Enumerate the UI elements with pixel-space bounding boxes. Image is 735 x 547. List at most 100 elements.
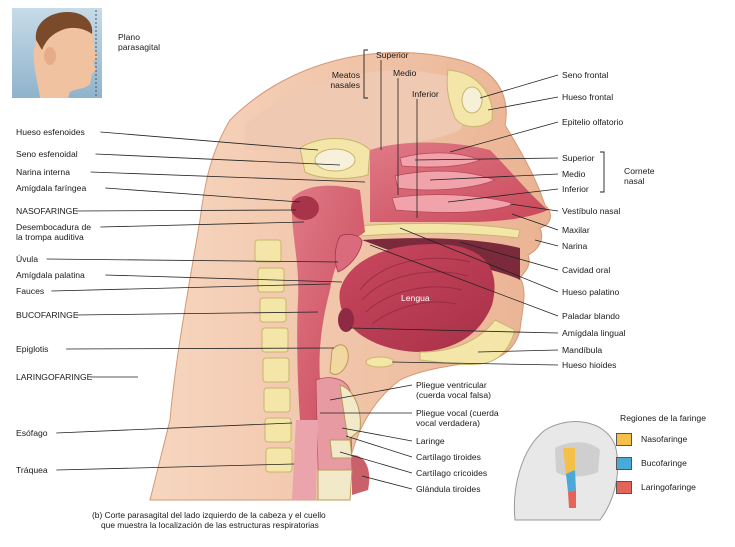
leader-line (75, 311, 319, 316)
leader-line (349, 327, 559, 334)
left-label: Desembocadura de la trompa auditiva (16, 222, 92, 242)
leader-line (429, 173, 559, 181)
left-label: Narina interna (16, 167, 70, 177)
palatine-tonsil (338, 308, 354, 332)
right-label: Paladar blando (562, 311, 620, 321)
legend-head-diagram (513, 421, 619, 521)
tongue (339, 244, 495, 352)
right-label: Cavidad oral (562, 265, 611, 275)
caption-line-1: (b) Corte parasagital del lado izquierdo… (92, 510, 326, 520)
leader-line (90, 171, 366, 183)
right-label: Cartílago cricoides (416, 468, 488, 478)
trachea (317, 469, 353, 501)
left-label: Hueso esfenoides (16, 127, 85, 137)
legend-label: Nasofaringe (641, 434, 688, 444)
inferior-concha (391, 194, 517, 213)
left-label: Tráquea (16, 465, 48, 475)
leader-line (345, 435, 413, 458)
legend-title: Regiones de la faringe (620, 413, 706, 423)
right-label: Cartílago tiroides (416, 452, 481, 462)
leader-line (105, 274, 343, 283)
leader-line (361, 475, 413, 490)
meatus-label: Meatos nasales (330, 70, 360, 90)
leader-line (479, 74, 559, 99)
cricoid-cartilage (329, 439, 353, 459)
meatus-bracket (363, 49, 368, 99)
leader-line (56, 422, 293, 434)
caption-line-2: que muestra la localización de las estru… (101, 520, 319, 530)
leader-line (477, 349, 559, 353)
legend-nasopharynx-region (563, 448, 575, 474)
leader-line (341, 427, 413, 442)
left-label: Amígdala palatina (16, 270, 85, 280)
leader-line (100, 221, 305, 228)
right-label: Pliegue ventricular (cuerda vocal falsa) (416, 380, 491, 400)
legend-oropharynx-region (566, 470, 576, 492)
leader-line (391, 361, 559, 366)
right-label: Inferior (562, 184, 589, 194)
legend-swatch (616, 433, 632, 446)
right-label: Maxilar (562, 225, 590, 235)
left-label: Úvula (16, 254, 38, 264)
left-label: BUCOFARINGE (16, 310, 79, 320)
leader-line (511, 213, 559, 231)
leader-line (534, 239, 559, 247)
leader-line (51, 283, 331, 292)
leader-line (414, 157, 559, 161)
right-label: Narina (562, 241, 588, 251)
leader-line (56, 463, 295, 471)
frontal-bone (446, 69, 493, 127)
thyroid-cartilage (339, 384, 361, 441)
right-label: Superior (562, 153, 595, 163)
right-label: Hueso palatino (562, 287, 620, 297)
leader-line (66, 347, 335, 350)
right-label: Hueso hioides (562, 360, 617, 370)
esophagus (292, 420, 318, 500)
right-label: Vestíbulo nasal (562, 206, 621, 216)
middle-concha (394, 170, 497, 191)
meatus-middle-label: Medio (393, 68, 417, 78)
left-label: Fauces (16, 286, 45, 296)
legend-laryngopharynx-region (568, 490, 576, 508)
leader-line (509, 203, 559, 212)
right-label: Seno frontal (562, 70, 609, 80)
right-label: Mandíbula (562, 345, 603, 355)
sphenoid-sinus (314, 148, 356, 172)
tongue-label: Lengua (401, 293, 430, 303)
nasal-cavity (370, 142, 548, 222)
right-label: Glándula tiroides (416, 484, 481, 494)
leader-line (399, 227, 559, 293)
right-label: Amígdala lingual (562, 328, 626, 338)
leader-line (105, 187, 301, 203)
leader-line (459, 241, 559, 271)
leader-line (449, 121, 559, 153)
hyoid-bone (365, 356, 395, 368)
leader-line (487, 96, 559, 111)
pharyngeal-tonsil (291, 196, 319, 220)
legend-label: Laringofaringe (641, 482, 696, 492)
leader-line (329, 384, 413, 401)
left-label: Esófago (16, 428, 48, 438)
leader-line (100, 131, 319, 151)
left-label: Epiglotis (16, 344, 49, 354)
right-label: Laringe (416, 436, 445, 446)
meatus-inferior-label: Inferior (412, 89, 439, 99)
concha-label: Cornete nasal (624, 166, 655, 186)
left-label: Amígdala faríngea (16, 183, 87, 193)
legend-swatch (616, 481, 632, 494)
sphenoid-bone (299, 138, 371, 179)
epiglottis (329, 344, 349, 375)
right-label: Epitelio olfatorio (562, 117, 624, 127)
leader-line (369, 244, 559, 317)
figure-caption: (b) Corte parasagital del lado izquierdo… (92, 510, 326, 530)
right-label: Hueso frontal (562, 92, 614, 102)
hard-palate (359, 222, 521, 239)
leader-lines (46, 60, 559, 490)
frontal-sinus (461, 86, 483, 114)
inset-plane-label: Plano parasagital (118, 32, 161, 52)
leader-line (46, 258, 339, 263)
thyroid-gland (352, 455, 370, 495)
leader-line (95, 153, 341, 166)
leader-line (75, 209, 297, 212)
